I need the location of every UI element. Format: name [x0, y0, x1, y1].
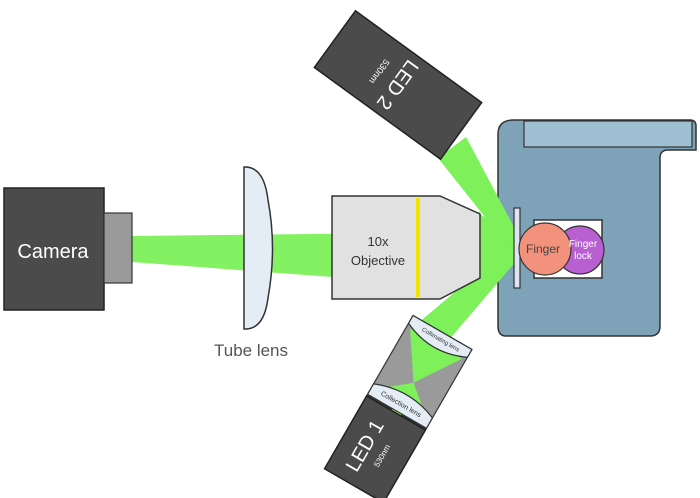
finger-assembly: Finger Finger lock: [513, 207, 605, 289]
objective: 10x Objective: [331, 195, 481, 300]
tube-lens: Tube lens: [214, 166, 288, 360]
camera-label: Camera: [17, 241, 89, 263]
led1-beam: [410, 247, 524, 348]
finger-lock-label-line1: Finger: [569, 239, 598, 250]
objective-magnification: 10x: [368, 234, 389, 249]
finger: [518, 222, 572, 276]
led2-housing: [313, 9, 483, 161]
objective-body: [331, 195, 481, 300]
finger-label: Finger: [526, 242, 560, 256]
camera-body: [3, 187, 105, 311]
led2: LED 2 530nm: [313, 9, 483, 161]
led2-beam: [438, 137, 522, 246]
tube-lens-glass: [243, 166, 274, 330]
objective-label: Objective: [351, 253, 405, 268]
camera-mount: [103, 212, 133, 284]
tube-lens-label: Tube lens: [214, 341, 288, 360]
led1-housing: [323, 394, 427, 498]
finger-lock-label-line2: lock: [574, 251, 593, 262]
led1-assembly: Collimating lens Collection lens LED 1 5…: [323, 314, 473, 498]
camera: Camera: [3, 187, 133, 311]
collimating-lens: [407, 314, 473, 358]
finger-holder-mount: [497, 119, 697, 337]
beam-objective-to-finger: [480, 214, 520, 276]
collection-lens: [366, 383, 434, 430]
